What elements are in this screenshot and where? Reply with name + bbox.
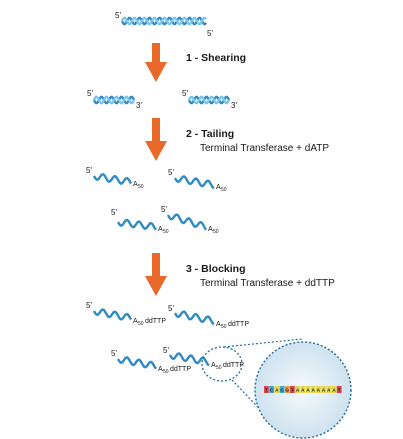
three-prime-label: 3' — [136, 101, 142, 110]
five-prime-label: 5' — [111, 208, 117, 217]
poly-a-tail-label: A — [133, 181, 138, 188]
five-prime-label: 5' — [86, 301, 92, 310]
blocked-strand-2: 5' A 50 ddTTP — [168, 304, 249, 330]
base-tile — [290, 386, 295, 393]
base-tile — [316, 386, 321, 393]
poly-a-length-label: 50 — [163, 229, 169, 235]
poly-a-length-label: 50 — [216, 365, 222, 371]
base-letter: A — [327, 388, 331, 393]
blocked-strand-4: 5' A 50 ddTTP — [163, 346, 244, 371]
ddttp-label: ddTTP — [145, 318, 166, 325]
five-prime-label: 5' — [182, 89, 188, 98]
step-3-title: 3 - Blocking — [186, 263, 246, 275]
poly-a-length-label: 50 — [213, 229, 219, 235]
base-tile — [295, 386, 300, 393]
ddttp-label: ddTTP — [228, 321, 249, 328]
step-arrow-3 — [145, 253, 167, 296]
poly-a-length-label: 50 — [163, 369, 169, 375]
base-tile — [279, 386, 285, 393]
five-prime-label: 5' — [163, 346, 169, 355]
step-3-detail: Terminal Transferase + ddTTP — [200, 278, 335, 289]
blocked-strand-3: 5' A 50 ddTTP — [111, 349, 191, 375]
base-letter: T — [291, 388, 294, 393]
tailed-strand-2: 5' A 50 — [168, 168, 227, 193]
step-arrow-1 — [145, 43, 167, 82]
five-prime-label: 5' — [168, 304, 174, 313]
step-arrow-2 — [145, 118, 167, 161]
base-letter: A — [275, 388, 279, 393]
base-letter: C — [280, 388, 284, 393]
poly-a-tail-label: A — [158, 366, 163, 373]
base-letter: G — [285, 388, 289, 393]
poly-a-length-label: 50 — [138, 184, 144, 190]
base-tile — [321, 386, 326, 393]
five-prime-label: 5' — [111, 349, 117, 358]
five-prime-label: 5' — [115, 11, 121, 20]
tailed-strand-4: 5' A 50 — [161, 205, 219, 235]
tailed-strand-3: 5' A 50 — [111, 208, 169, 235]
poly-a-length-label: 50 — [221, 187, 227, 193]
magnify-source-ring — [201, 346, 243, 382]
base-tile — [300, 386, 306, 393]
step-1-title: 1 - Shearing — [186, 52, 246, 64]
base-tile — [274, 386, 280, 393]
ddttp-label: ddTTP — [170, 366, 191, 373]
base-letter: A — [301, 388, 305, 393]
base-letter: C — [270, 388, 274, 393]
base-tile — [331, 386, 337, 393]
magnify-guide-line — [223, 338, 303, 348]
base-letter: T — [265, 388, 268, 393]
five-prime-label: 5' — [168, 168, 174, 177]
blocked-strand-1: 5' A 50 ddTTP — [86, 301, 166, 327]
tailed-strand-1: 5' A 50 — [86, 166, 144, 190]
base-letter: A — [306, 388, 310, 393]
poly-a-tail-label: A — [158, 226, 163, 233]
poly-a-tail-label: A — [216, 184, 221, 191]
ddttp-label: ddTTP — [223, 362, 244, 369]
base-letter: A — [296, 388, 300, 393]
poly-a-length-label: 50 — [138, 321, 144, 327]
full-length-dsdna: 5' 5' — [115, 11, 213, 38]
poly-a-length-label: 50 — [221, 324, 227, 330]
base-tile — [269, 386, 274, 393]
base-tile — [310, 386, 316, 393]
base-letter: A — [322, 388, 326, 393]
five-prime-label: 5' — [87, 89, 93, 98]
three-prime-label: 3' — [231, 101, 237, 110]
step-2-detail: Terminal Transferase + dATP — [200, 143, 329, 154]
base-tile — [305, 386, 311, 393]
step-2-title: 2 - Tailing — [186, 128, 234, 140]
base-tile — [326, 386, 332, 393]
five-prime-label: 5' — [86, 166, 92, 175]
base-tile — [336, 386, 342, 393]
poly-a-tail-label: A — [208, 226, 213, 233]
base-tile — [284, 386, 290, 393]
poly-a-tail-label: A — [216, 321, 221, 328]
five-prime-label: 5' — [161, 205, 167, 214]
base-letter: A — [312, 388, 316, 393]
base-letter: T — [338, 388, 341, 393]
five-prime-label: 5' — [207, 29, 213, 38]
poly-a-tail-label: A — [211, 362, 216, 369]
base-letter: A — [317, 388, 321, 393]
sheared-fragment-right: 5' 3' — [182, 89, 237, 110]
base-tile — [264, 386, 269, 393]
sheared-fragment-left: 5' 3' — [87, 89, 142, 110]
poly-a-tail-label: A — [133, 318, 138, 325]
base-letter: A — [332, 388, 336, 393]
